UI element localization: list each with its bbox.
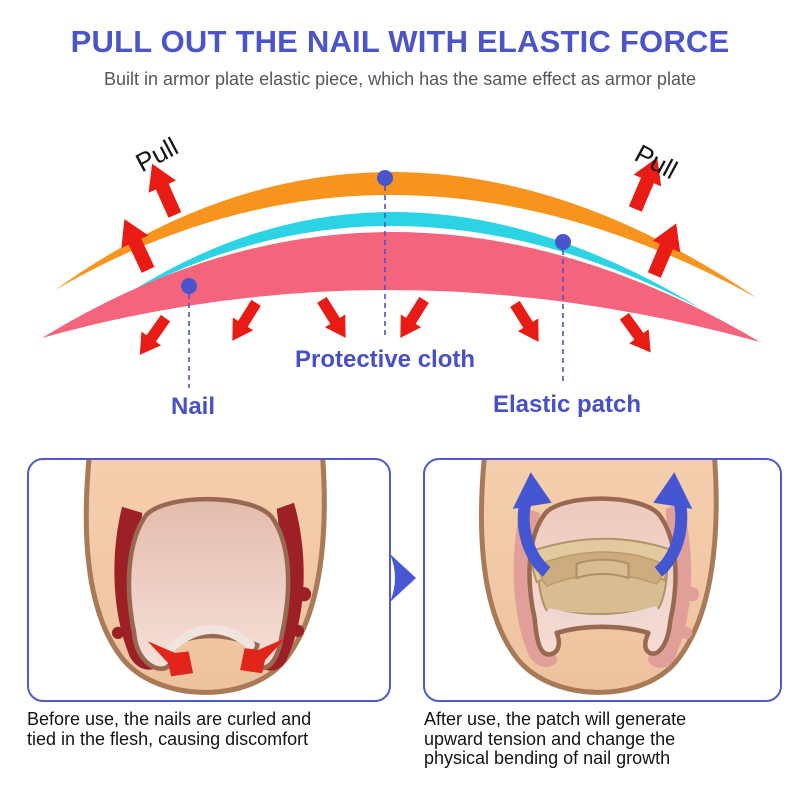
callout-lines	[188, 186, 564, 388]
elastic-patch-band	[55, 171, 757, 298]
elastic-patch-label: Elastic patch	[492, 391, 642, 418]
before-illustration-box	[27, 458, 391, 702]
nail-band	[42, 231, 760, 342]
pull-arrow-lower-left	[110, 212, 162, 277]
caption-line: upward tension and change the	[424, 728, 676, 749]
next-arrow-icon	[390, 554, 416, 602]
layered-arc-illustration	[42, 151, 760, 388]
callout-dots	[181, 170, 571, 294]
page-title: PULL OUT THE NAIL WITH ELASTIC FORCE	[70, 24, 730, 59]
protective-cloth-band	[118, 211, 700, 308]
pull-arrow-lower-right	[640, 217, 690, 281]
press-arrow-3	[311, 293, 356, 345]
tension-arrows	[512, 472, 693, 577]
nail-edge-highlight	[546, 606, 659, 624]
after-illustration-box	[423, 458, 782, 702]
nail-label: Nail	[170, 393, 216, 420]
press-arrow-2	[222, 296, 267, 348]
before-after-section: Before use, the nails are curled and tie…	[0, 456, 800, 800]
patch-center-tab	[575, 558, 630, 580]
press-arrow-6	[614, 309, 661, 360]
protective-cloth-label: Protective cloth	[294, 346, 476, 373]
caption-line: tied in the flesh, causing discomfort	[27, 728, 309, 749]
caption-line: physical bending of nail growth	[424, 748, 671, 768]
caption-line: Before use, the nails are curled and	[27, 709, 312, 729]
corrected-toenail-illustration	[478, 460, 719, 695]
ingrown-toenail-illustration	[83, 460, 327, 695]
pain-darts	[147, 638, 286, 677]
before-caption: Before use, the nails are curled and tie…	[27, 709, 387, 749]
header: PULL OUT THE NAIL WITH ELASTIC FORCE Bui…	[0, 0, 800, 90]
nail-edge-highlight	[167, 624, 256, 652]
page-subtitle: Built in armor plate elastic piece, whic…	[104, 69, 696, 89]
patch-lower-area	[536, 566, 669, 616]
press-arrow-4	[390, 293, 435, 345]
after-caption: After use, the patch will generate upwar…	[424, 709, 784, 769]
elastic-force-diagram: Pull Pull Protective cloth Nail Elastic …	[0, 112, 800, 444]
press-arrow-1	[129, 311, 176, 362]
press-arrow-5	[504, 297, 549, 349]
caption-line: After use, the patch will generate	[424, 709, 687, 729]
